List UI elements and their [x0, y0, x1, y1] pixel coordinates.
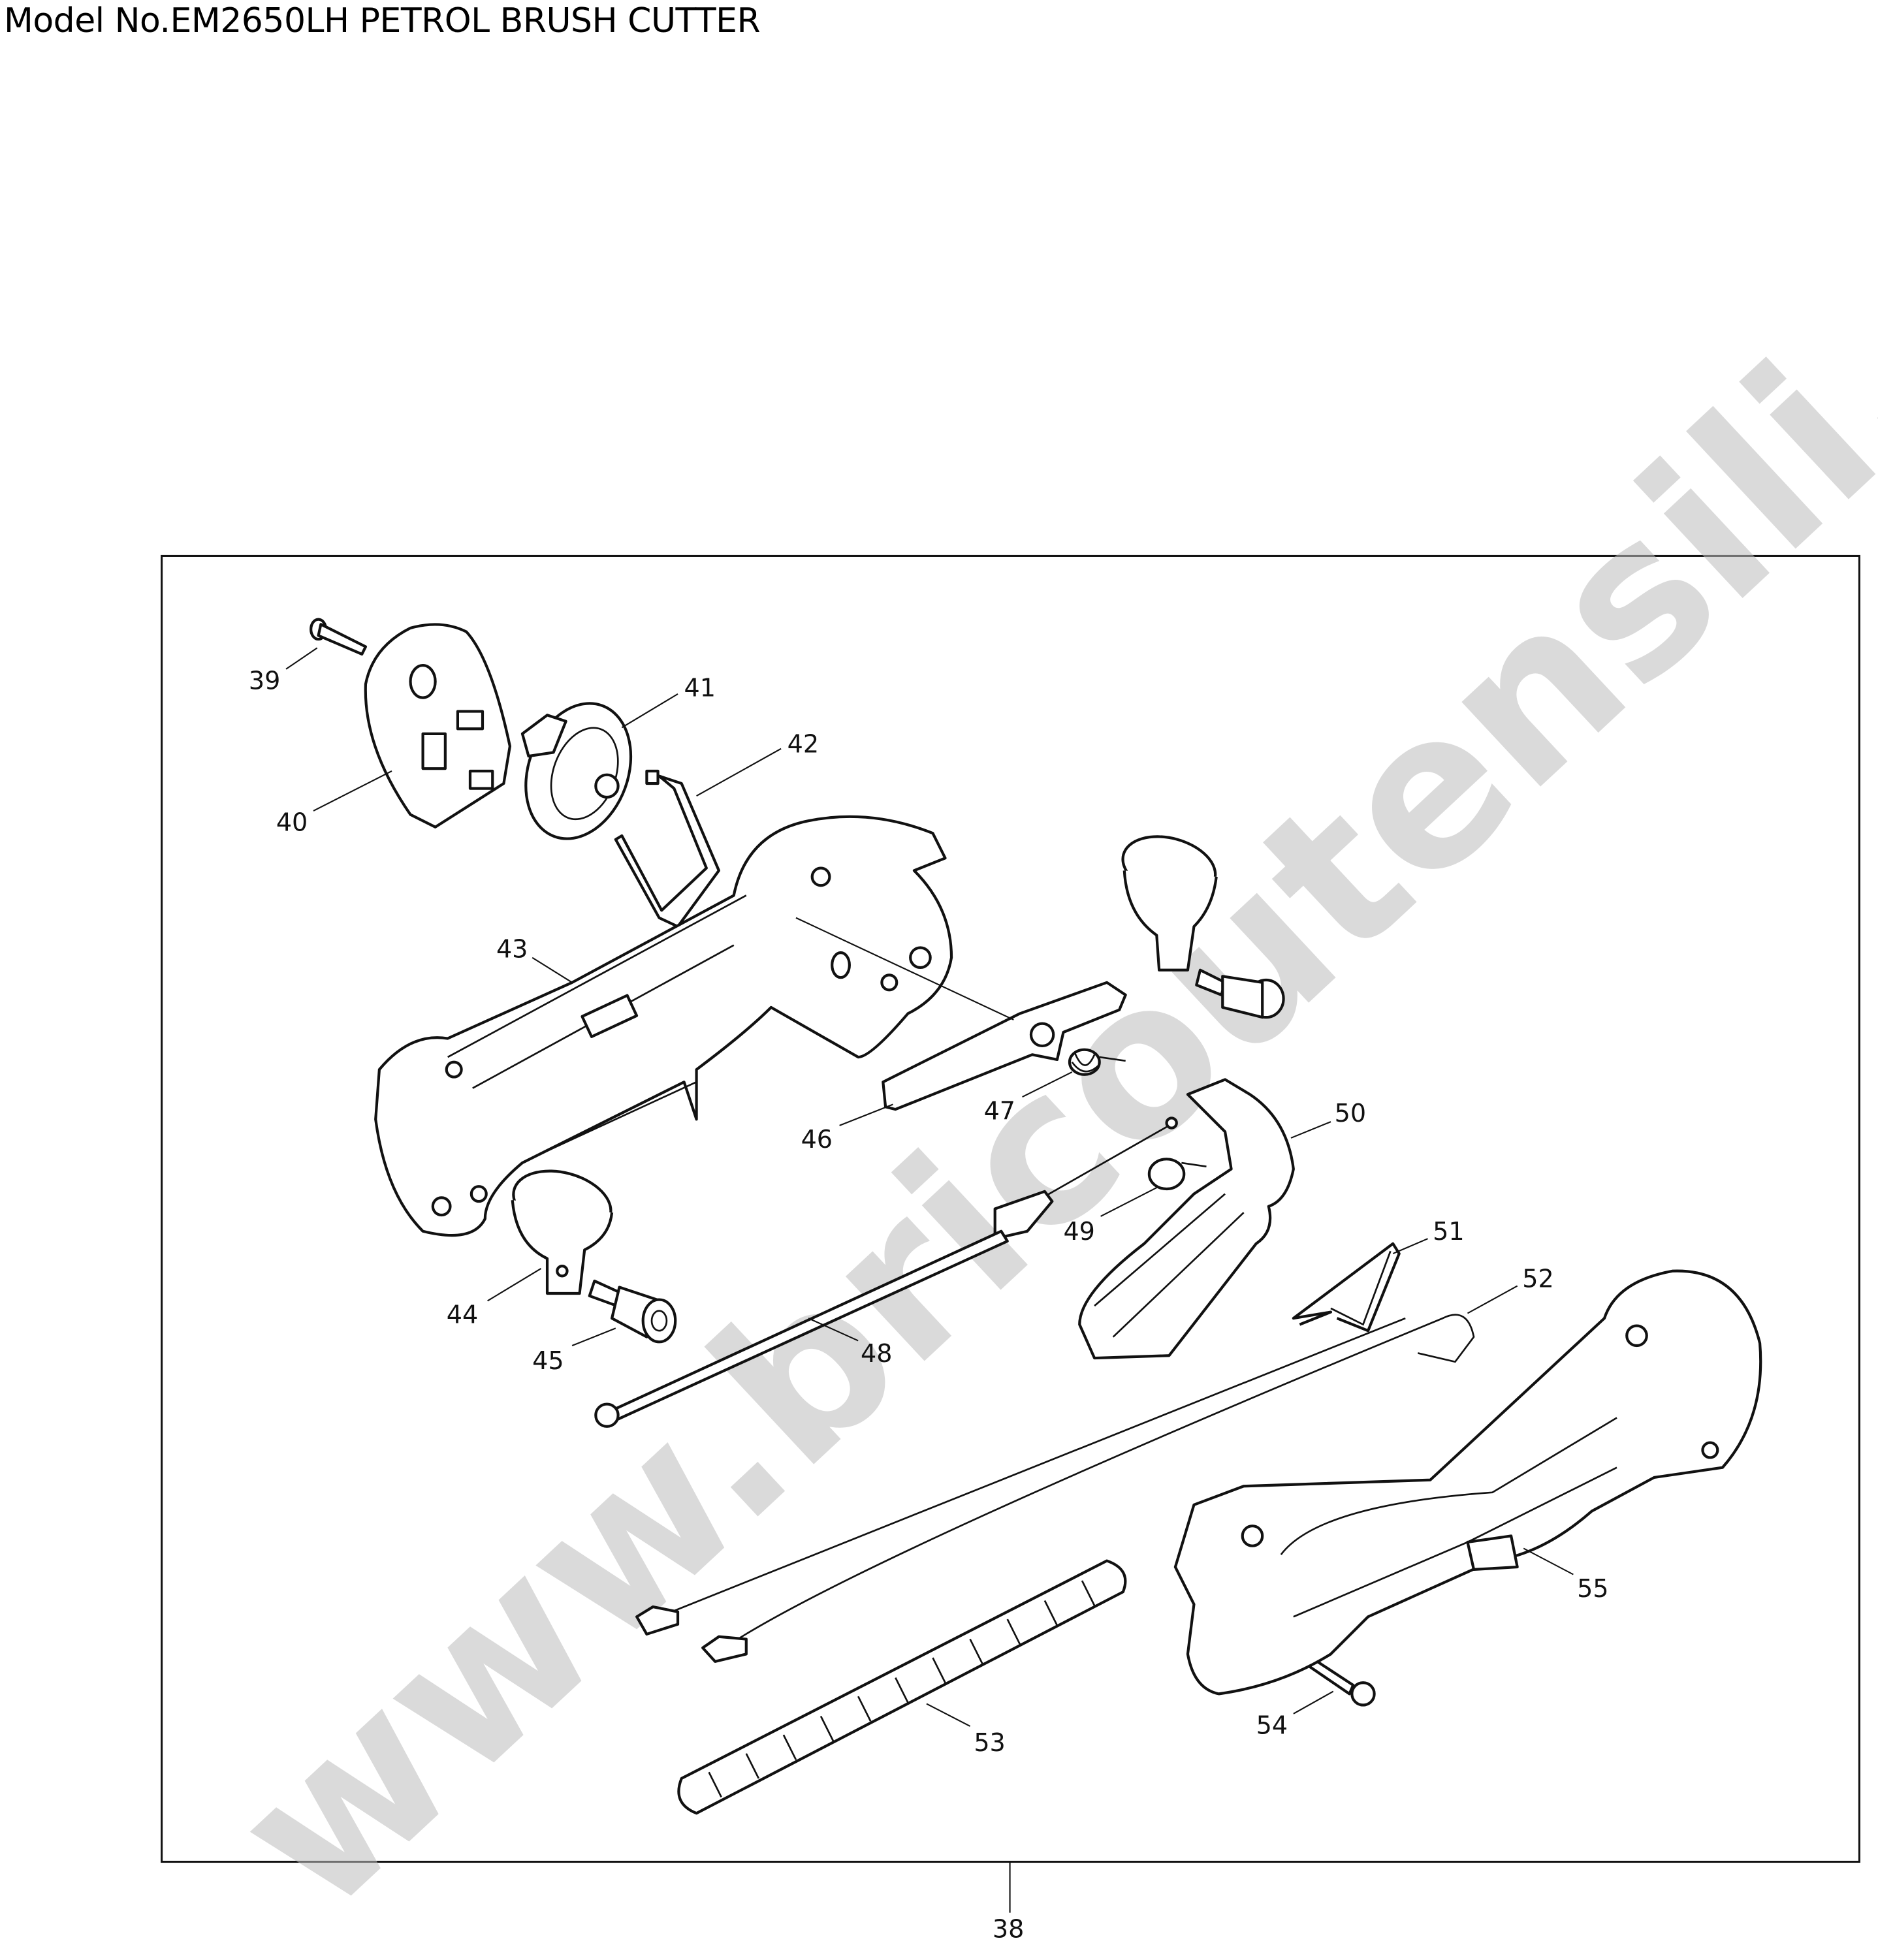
watermark: www.bricoutensili.com — [190, 0, 1878, 1958]
label-50: 50 — [1335, 1099, 1366, 1128]
part-48-throttle-cable — [594, 1116, 1178, 1428]
part-50-lock-lever — [1078, 1078, 1295, 1360]
part-52-stop-switch-wire — [635, 1314, 1475, 1663]
label-41: 41 — [684, 674, 716, 703]
label-54: 54 — [1256, 1711, 1288, 1739]
part-55-rear-grip — [1173, 1269, 1762, 1696]
label-46: 46 — [801, 1125, 833, 1154]
label-55: 55 — [1577, 1574, 1608, 1603]
label-40: 40 — [276, 808, 308, 836]
part-39-screw — [310, 618, 368, 656]
part-51-wire-spring — [1292, 1242, 1401, 1333]
label-53: 53 — [974, 1728, 1005, 1757]
label-52: 52 — [1522, 1264, 1553, 1293]
part-42-bracket — [614, 769, 720, 928]
part-47-spring — [1068, 1048, 1126, 1076]
part-46-throttle-lever — [882, 981, 1127, 1111]
part-43-handle-housing — [374, 815, 953, 1237]
label-38: 38 — [993, 1915, 1024, 1944]
part-44-clamp — [511, 1169, 614, 1295]
part-49-spring — [1147, 1158, 1207, 1191]
part-41-switch-ring — [520, 702, 633, 840]
part-45-bolt — [588, 1279, 677, 1344]
label-42: 42 — [788, 729, 819, 758]
label-44: 44 — [447, 1301, 478, 1329]
label-43: 43 — [496, 935, 528, 964]
label-47: 47 — [984, 1096, 1015, 1125]
label-49: 49 — [1063, 1217, 1094, 1246]
part-53-protective-tube — [677, 1559, 1127, 1815]
label-45: 45 — [532, 1346, 564, 1375]
label-48: 48 — [861, 1339, 892, 1368]
part-clamp-upper — [1121, 835, 1285, 1019]
page-title: Model No.EM2650LH PETROL BRUSH CUTTER — [4, 1, 761, 40]
part-40-cover — [364, 623, 511, 829]
label-39: 39 — [249, 666, 280, 695]
leader-lines — [285, 647, 1574, 1727]
label-51: 51 — [1433, 1217, 1464, 1246]
